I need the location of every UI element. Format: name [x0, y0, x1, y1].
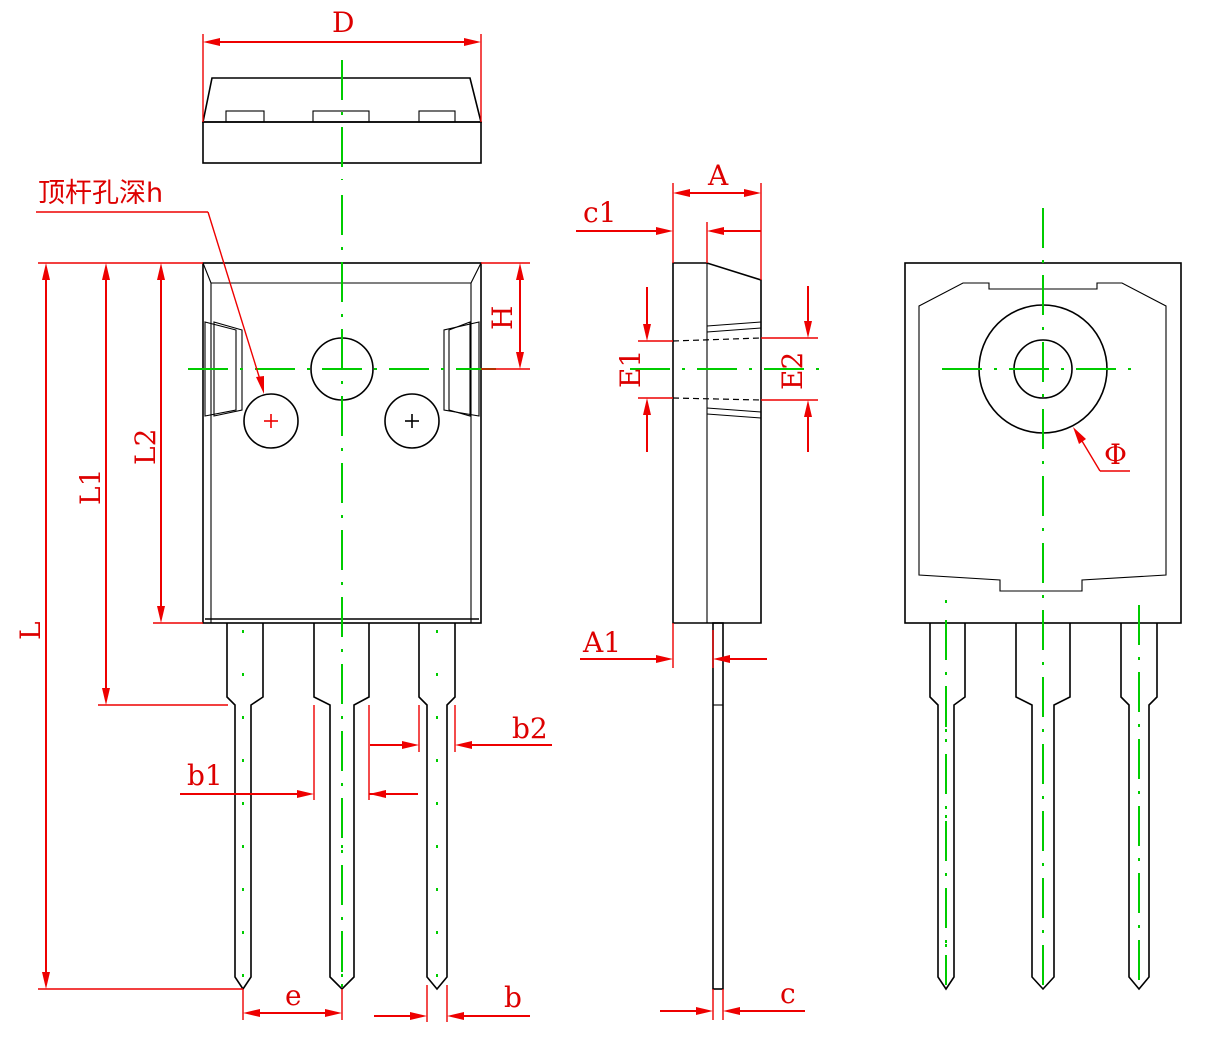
label-c: c — [780, 977, 796, 1010]
dimension-L2: L2 — [129, 263, 203, 624]
ejector-pin-hole-left — [243, 393, 299, 449]
front-lead-right — [418, 623, 456, 991]
left-side-notch — [204, 321, 237, 417]
label-phi: Φ — [1104, 438, 1127, 471]
label-b: b — [504, 981, 522, 1014]
label-A1: A1 — [582, 626, 621, 659]
side-view — [630, 262, 828, 990]
dimension-L: L — [14, 262, 243, 990]
side-lead — [712, 622, 724, 990]
top-view-pin-slot-right — [418, 110, 456, 123]
label-E1: E1 — [614, 350, 647, 388]
dimension-b: b — [374, 981, 530, 1022]
label-L2: L2 — [129, 429, 162, 465]
label-c1: c1 — [583, 196, 617, 229]
front-lead-left — [226, 623, 264, 991]
top-view — [202, 60, 483, 180]
label-E2: E2 — [776, 352, 809, 390]
dimension-b1: b1 — [180, 705, 418, 800]
annotation-hole-depth: 顶杆孔深h — [36, 178, 264, 394]
back-lead-right — [1120, 605, 1158, 991]
back-lead-left — [929, 600, 966, 991]
dimension-c: c — [660, 977, 805, 1020]
top-view-pin-slot-middle — [312, 110, 370, 123]
dimension-E2: E2 — [761, 286, 818, 452]
front-view — [188, 195, 500, 995]
label-L1: L1 — [74, 469, 107, 505]
dimension-e: e — [242, 979, 343, 1020]
label-b1: b1 — [187, 759, 223, 792]
label-b2: b2 — [512, 712, 548, 745]
dimension-c1: c1 — [576, 196, 761, 263]
label-L: L — [14, 621, 47, 640]
label-H: H — [486, 306, 519, 330]
ejector-pin-hole-right — [384, 393, 440, 449]
dimension-b2: b2 — [370, 705, 552, 752]
dimension-D: D — [202, 6, 482, 122]
dimension-A: A — [672, 159, 762, 280]
label-hole-depth: 顶杆孔深h — [38, 178, 163, 209]
back-view — [904, 208, 1182, 995]
top-view-pin-slot-left — [225, 110, 265, 123]
dimension-phi: Φ — [1073, 427, 1130, 472]
dimension-A1: A1 — [580, 623, 767, 668]
dimension-E1: E1 — [614, 287, 673, 452]
back-heatsink-pad — [918, 282, 1167, 592]
dimension-L1: L1 — [74, 263, 228, 706]
side-body-outline — [672, 262, 762, 624]
label-e: e — [285, 979, 302, 1012]
label-D: D — [332, 6, 354, 39]
dimension-H: H — [481, 262, 530, 370]
label-A: A — [707, 159, 729, 192]
back-lead-middle — [1015, 623, 1071, 991]
